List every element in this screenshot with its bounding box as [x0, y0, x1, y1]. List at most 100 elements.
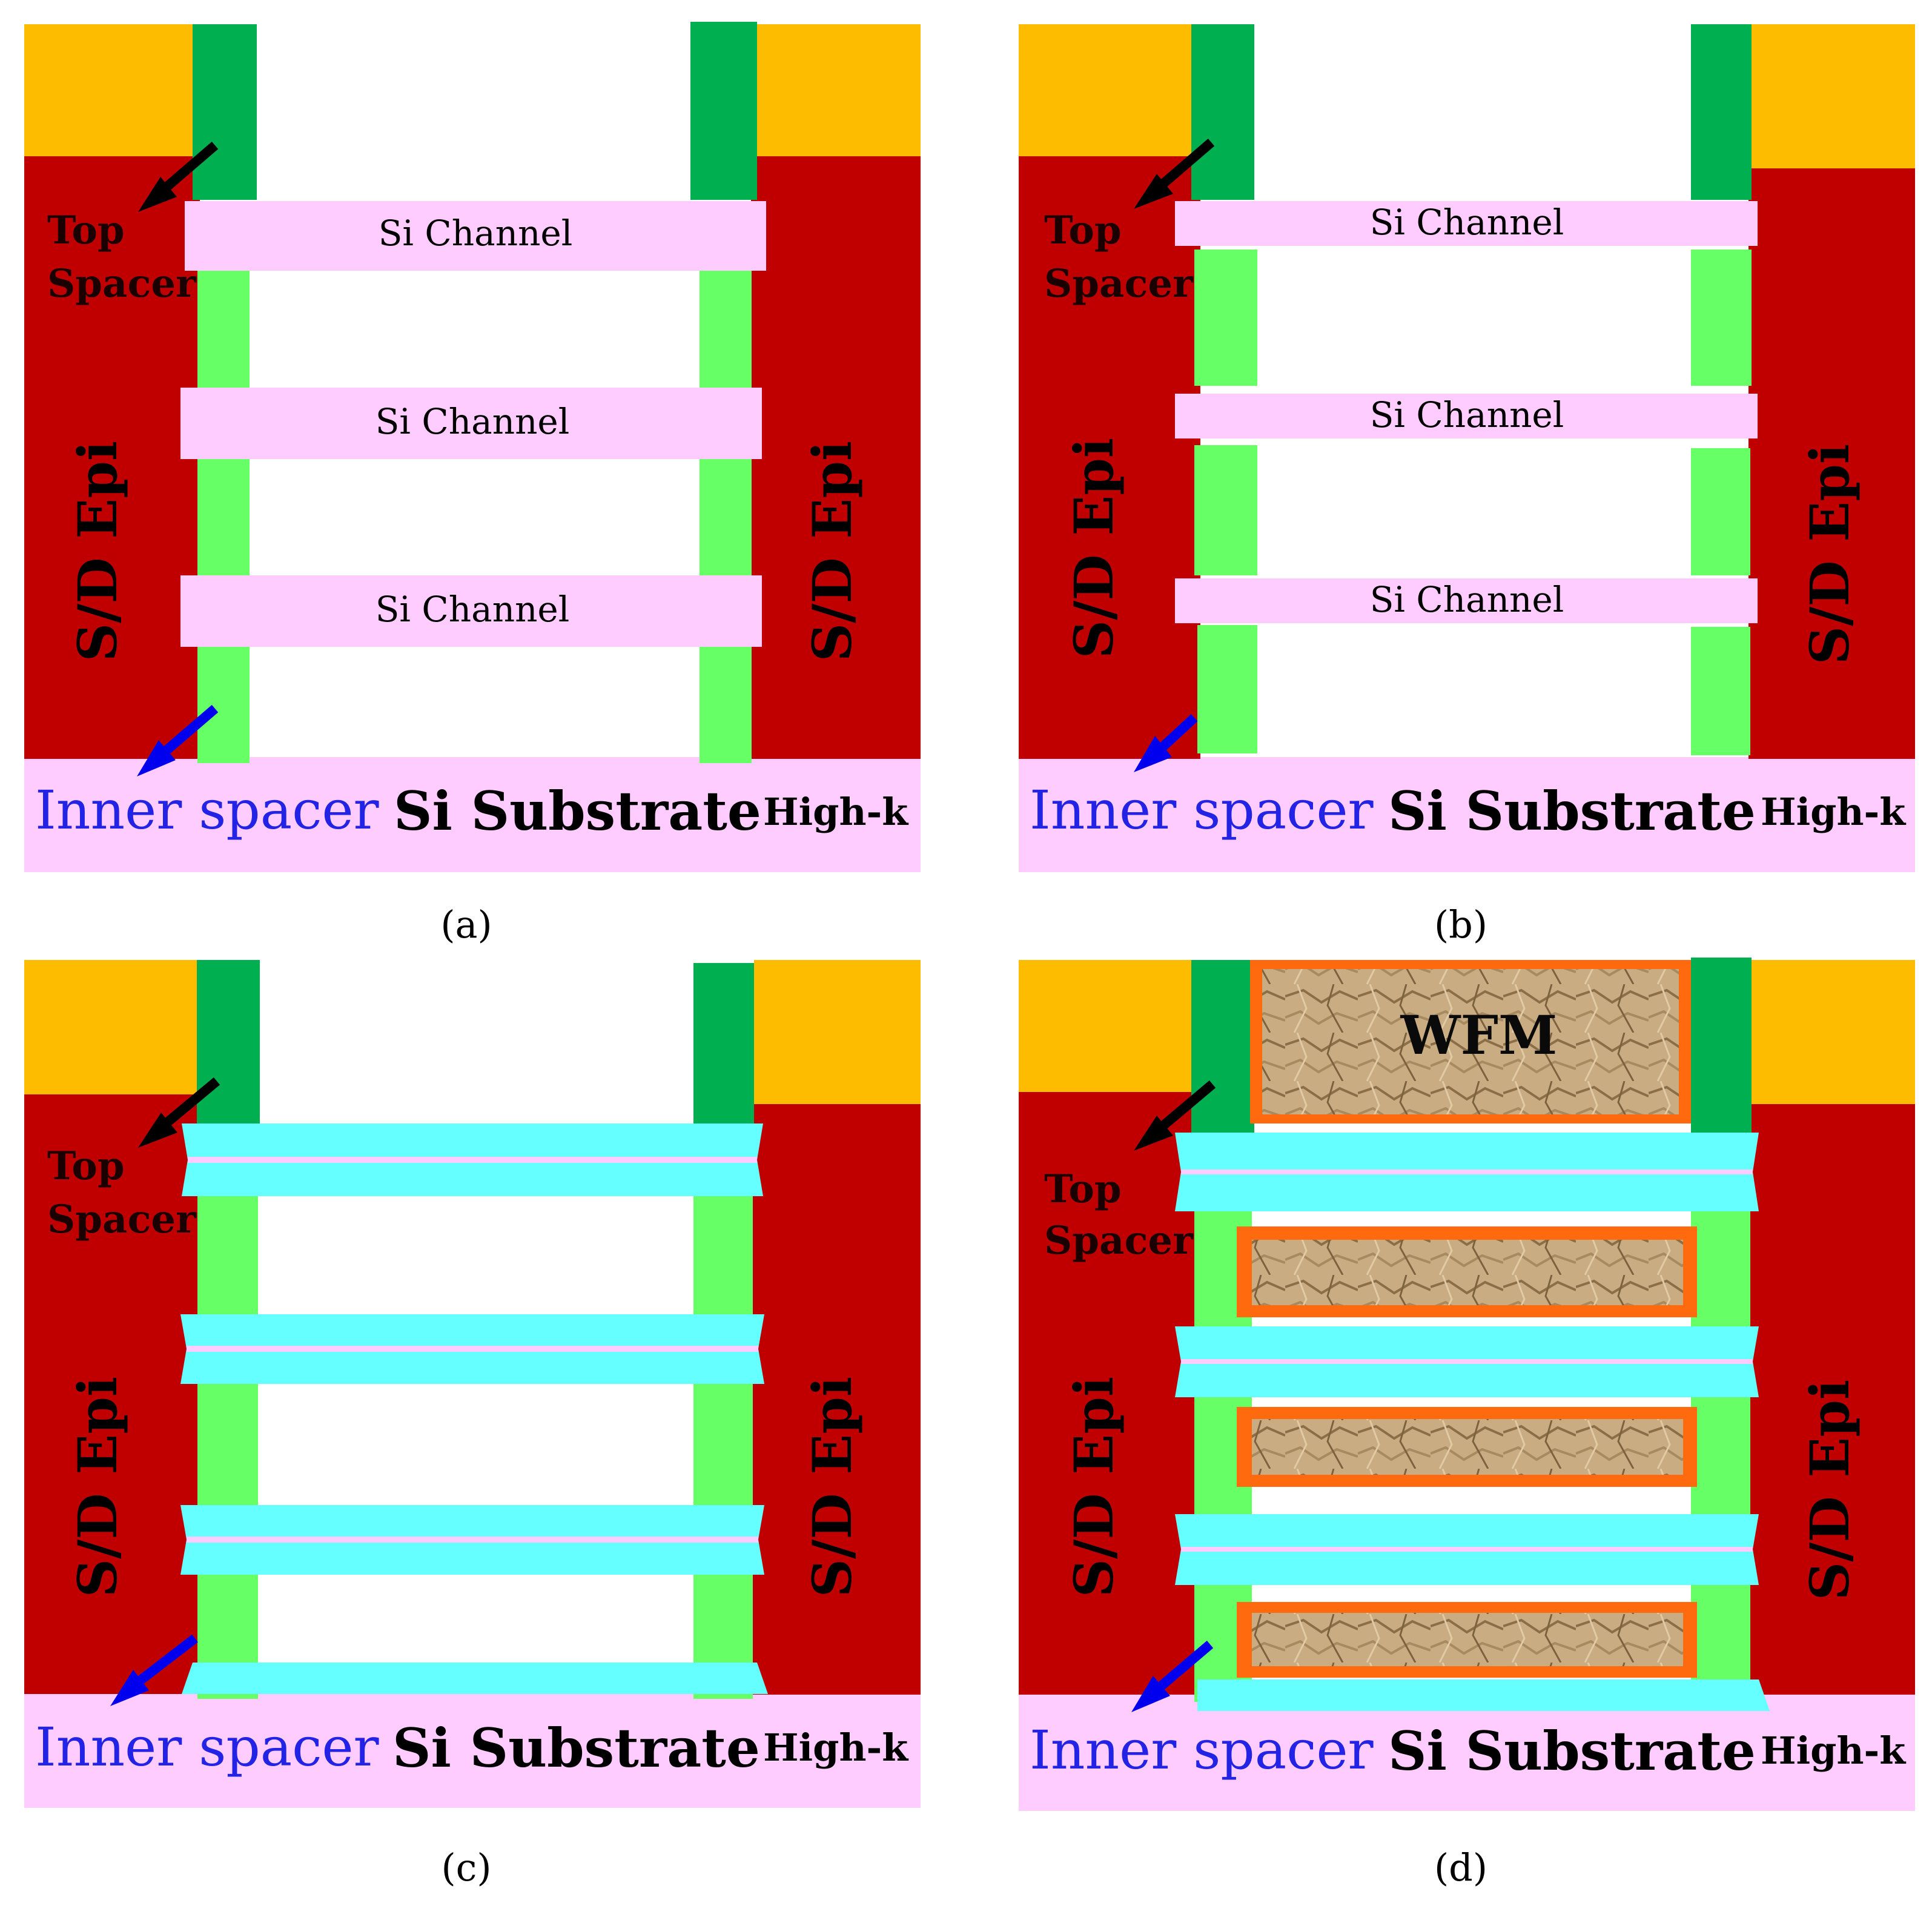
- sd-epi-left: [24, 156, 200, 759]
- panel-c: Top Spacer S/D Epi S/D Epi Inner spacer …: [24, 960, 921, 1890]
- inner-spacer-right-2: [1691, 448, 1750, 575]
- substrate: [24, 1693, 921, 1808]
- inner-spacer-label: Inner spacer: [1030, 779, 1374, 841]
- substrate-label: Si Substrate: [1388, 1719, 1756, 1782]
- high-k-label: High-k: [1761, 1729, 1907, 1773]
- top-spacer-left: [1191, 24, 1254, 200]
- inner-spacer-label: Inner spacer: [1030, 1719, 1374, 1781]
- substrate-label: Si Substrate: [1388, 779, 1756, 842]
- panel-d: WFM Top Spacer S/D Epi S/D Ep: [1019, 958, 1915, 1890]
- inner-spacer-arrow: [1131, 1640, 1214, 1712]
- panel-a: Si Channel Si Channel Si Channel Top Spa…: [24, 22, 921, 947]
- inner-spacer-right: [700, 266, 752, 763]
- panel-caption: (d): [1434, 1845, 1487, 1890]
- top-spacer-left: [193, 24, 257, 200]
- top-spacer-left: [197, 960, 260, 1130]
- panel-caption: (b): [1434, 902, 1487, 947]
- high-k-label: High-k: [763, 790, 909, 834]
- high-k-layer-2: [180, 1314, 764, 1384]
- sd-epi-label: S/D Epi: [1798, 1380, 1861, 1601]
- inner-spacer-left: [197, 266, 250, 763]
- channel-label: Si Channel: [1370, 579, 1564, 620]
- sd-epi-right: [1748, 168, 1915, 759]
- sd-epi-label: S/D Epi: [801, 441, 864, 662]
- sd-epi-right: [1748, 1104, 1915, 1695]
- channel-2: [180, 388, 762, 459]
- high-k-layer-2: [1175, 1326, 1759, 1397]
- sd-epi-label: S/D Epi: [1798, 444, 1861, 665]
- sd-epi-left: [1019, 156, 1200, 759]
- inner-spacer-arrow: [1134, 714, 1198, 772]
- high-k-layer-3: [180, 1505, 764, 1575]
- channel-3: [1175, 578, 1758, 623]
- channel-label: Si Channel: [1370, 202, 1564, 243]
- gate-cap-right: [1748, 960, 1915, 1105]
- wfm-fill-3: [1252, 1419, 1683, 1475]
- panel-caption: (c): [441, 1845, 491, 1890]
- top-spacer-arrow: [1134, 138, 1215, 209]
- top-spacer-label: Top: [47, 208, 125, 253]
- channel-1: [185, 201, 766, 271]
- substrate: [1019, 1693, 1915, 1811]
- sd-epi-right: [751, 1104, 921, 1695]
- high-k-label: High-k: [1761, 790, 1907, 834]
- sd-epi-label: S/D Epi: [66, 1377, 129, 1598]
- high-k-label: High-k: [763, 1726, 909, 1770]
- wfm-label: WFM: [1400, 1004, 1558, 1067]
- top-spacer-arrow: [138, 141, 219, 212]
- sd-epi-right: [751, 156, 921, 759]
- high-k-bottom: [1197, 1679, 1770, 1711]
- gate-cap-right: [754, 960, 921, 1105]
- top-spacer-label: Spacer: [47, 1197, 197, 1242]
- panel-b: Si Channel Si Channel Si Channel Top Spa…: [1019, 24, 1915, 947]
- inner-spacer-arrow: [137, 704, 219, 776]
- gate-cap-left: [24, 24, 194, 157]
- wfm-gate: [1262, 969, 1679, 1114]
- inner-spacer-left: [197, 1190, 258, 1699]
- top-spacer-right: [693, 963, 754, 1130]
- channel-label: Si Channel: [379, 213, 573, 254]
- channel-label: Si Channel: [1370, 394, 1564, 435]
- inner-spacer-right: [693, 1190, 753, 1699]
- sd-epi-label: S/D Epi: [1062, 1377, 1125, 1598]
- high-k-layer-1: [1175, 1133, 1759, 1211]
- high-k-layer-3: [1175, 1514, 1759, 1585]
- inner-spacer-right-3: [1691, 627, 1750, 755]
- inner-spacer-left-2: [1194, 445, 1257, 575]
- gate-cap-right: [1748, 24, 1915, 170]
- inner-spacer-left-3: [1197, 625, 1257, 753]
- inner-spacer-left-1: [1194, 250, 1257, 386]
- channel-3: [180, 575, 762, 647]
- top-spacer-arrow: [1134, 1080, 1216, 1151]
- gate-cap-right: [757, 24, 921, 157]
- gate-cap-left: [1019, 24, 1194, 157]
- top-spacer-right: [1691, 24, 1752, 200]
- wfm-fill-2: [1252, 1240, 1683, 1305]
- top-spacer-label: Top: [1044, 208, 1122, 253]
- substrate: [24, 757, 921, 872]
- gate-cap-left: [1019, 960, 1191, 1093]
- panel-caption: (a): [440, 902, 492, 947]
- top-spacer-label: Spacer: [1044, 1218, 1194, 1263]
- substrate-label: Si Substrate: [392, 1716, 760, 1779]
- inner-spacer-arrow: [110, 1634, 198, 1706]
- channel-1: [1175, 201, 1758, 246]
- top-spacer-right: [1691, 958, 1752, 1136]
- channel-label: Si Channel: [375, 589, 570, 630]
- inner-spacer-label: Inner spacer: [35, 1716, 380, 1778]
- top-spacer-label: Spacer: [47, 261, 197, 306]
- top-spacer-label: Top: [1044, 1166, 1122, 1212]
- top-spacer-arrow: [138, 1077, 220, 1148]
- gate-cap-left: [24, 960, 197, 1096]
- channel-label: Si Channel: [375, 401, 570, 442]
- top-spacer-label: Top: [47, 1143, 125, 1189]
- inner-spacer-right-1: [1691, 250, 1752, 386]
- inner-spacer-label: Inner spacer: [35, 779, 380, 841]
- sd-epi-label: S/D Epi: [801, 1377, 864, 1598]
- sd-epi-label: S/D Epi: [66, 441, 129, 662]
- substrate: [1019, 757, 1915, 872]
- inner-spacer-right: [1691, 1202, 1750, 1702]
- sd-epi-label: S/D Epi: [1062, 438, 1125, 659]
- substrate-label: Si Substrate: [394, 779, 761, 842]
